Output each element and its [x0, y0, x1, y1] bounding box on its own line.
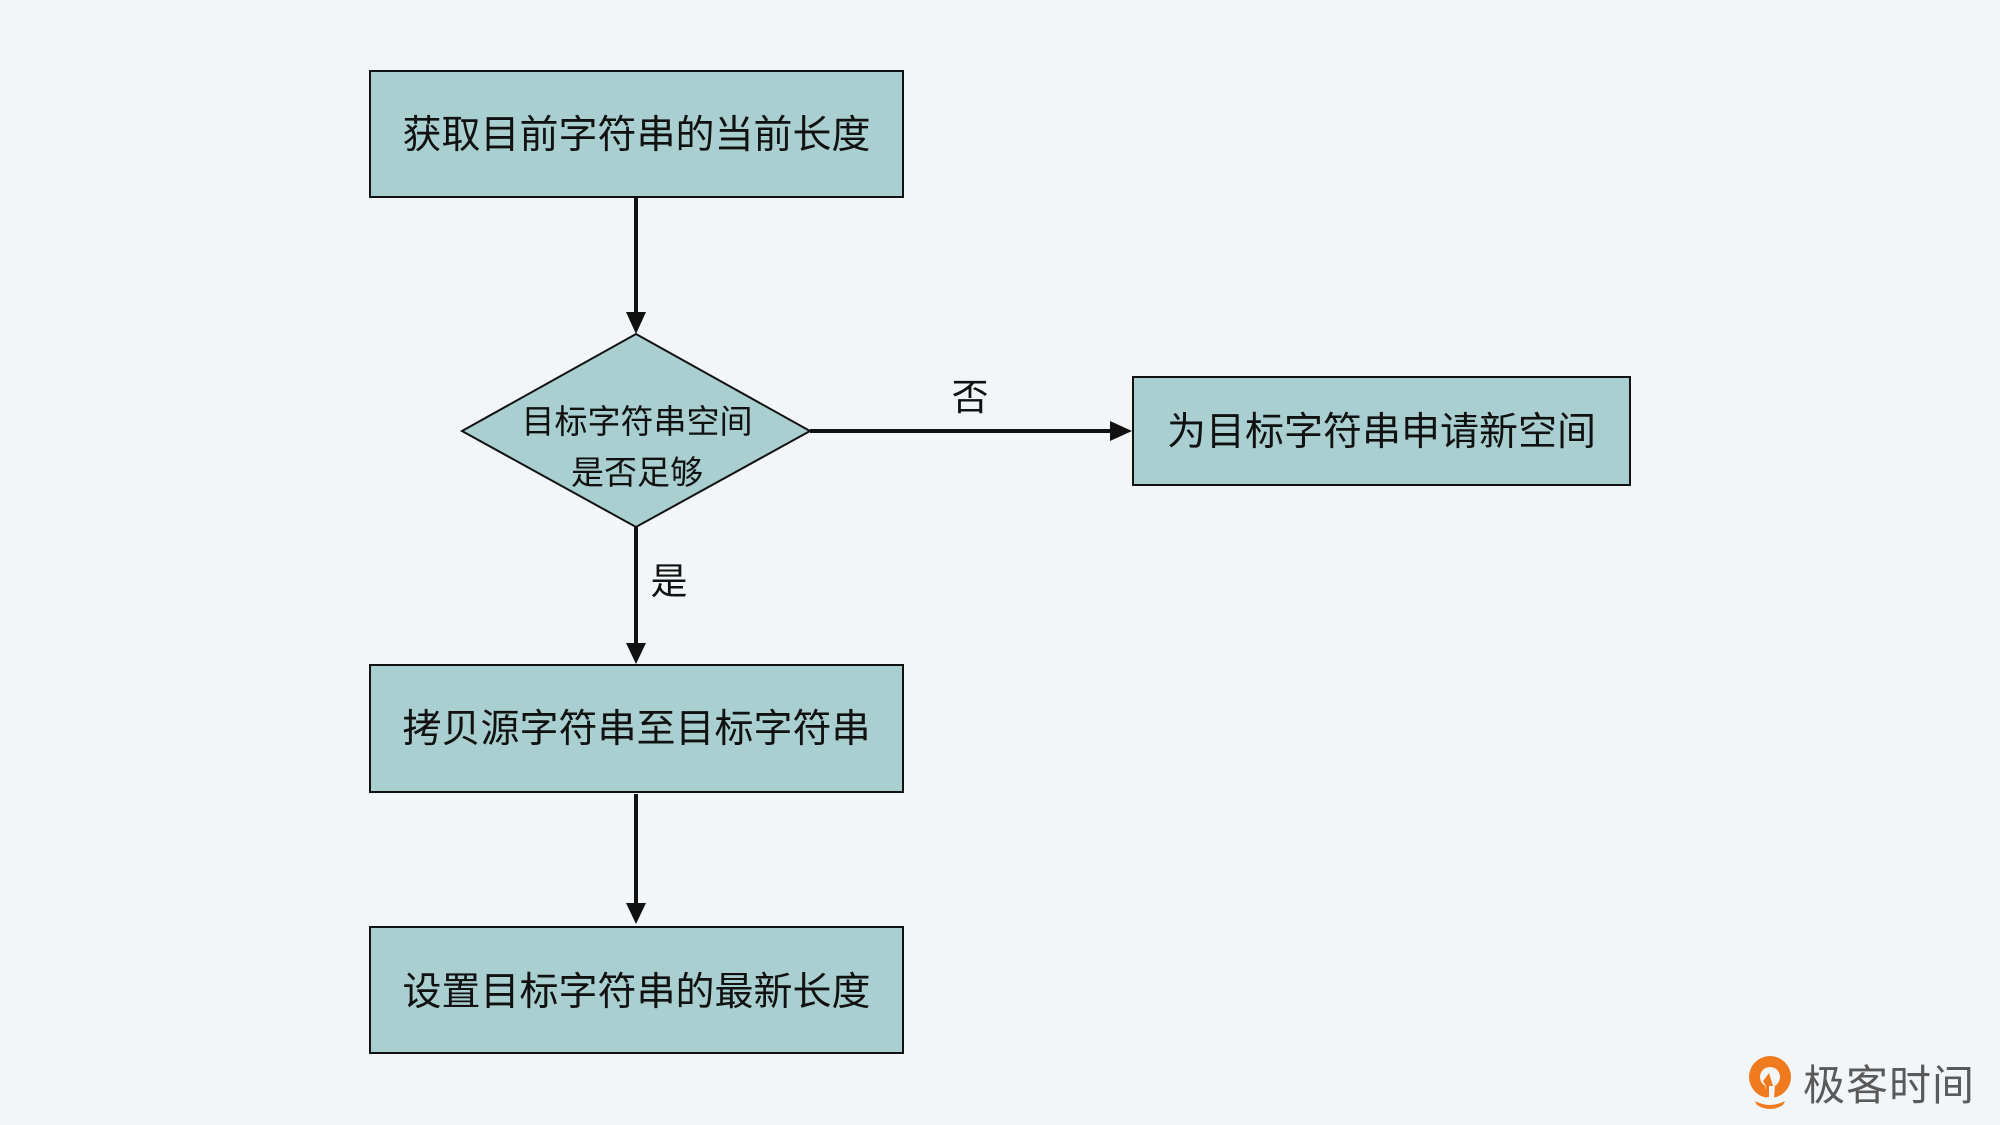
- arrowhead-icon: [626, 312, 646, 334]
- node-decision-label-line2: 是否足够: [571, 453, 703, 492]
- arrowhead-icon: [626, 643, 646, 664]
- arrowhead-icon: [1110, 421, 1132, 441]
- node-copy-label: 拷贝源字符串至目标字符串: [402, 707, 870, 752]
- geektime-logo: 极客时间: [1745, 1052, 1975, 1113]
- node-decision-label-line1: 目标字符串空间: [522, 402, 753, 441]
- node-get-length-label: 获取目前字符串的当前长度: [402, 113, 870, 158]
- node-set-length-label: 设置目标字符串的最新长度: [402, 970, 870, 1015]
- edge-decision-yes: 是: [626, 527, 688, 664]
- arrowhead-icon: [626, 903, 646, 924]
- node-get-length: 获取目前字符串的当前长度: [369, 70, 904, 198]
- node-allocate: 为目标字符串申请新空间: [1132, 376, 1631, 486]
- edge-get-length-to-decision: [626, 198, 646, 334]
- edge-copy-to-set-length: [626, 794, 646, 924]
- node-allocate-label: 为目标字符串申请新空间: [1167, 410, 1596, 455]
- node-copy: 拷贝源字符串至目标字符串: [369, 664, 904, 793]
- edge-decision-no: 否: [810, 376, 1132, 441]
- node-decision: 目标字符串空间 是否足够: [459, 332, 813, 529]
- edge-yes-label: 是: [651, 560, 688, 603]
- geektime-logo-text: 极客时间: [1803, 1061, 1976, 1110]
- node-set-length: 设置目标字符串的最新长度: [369, 926, 904, 1054]
- edge-no-label: 否: [952, 376, 989, 419]
- geektime-logo-icon: [1749, 1055, 1791, 1109]
